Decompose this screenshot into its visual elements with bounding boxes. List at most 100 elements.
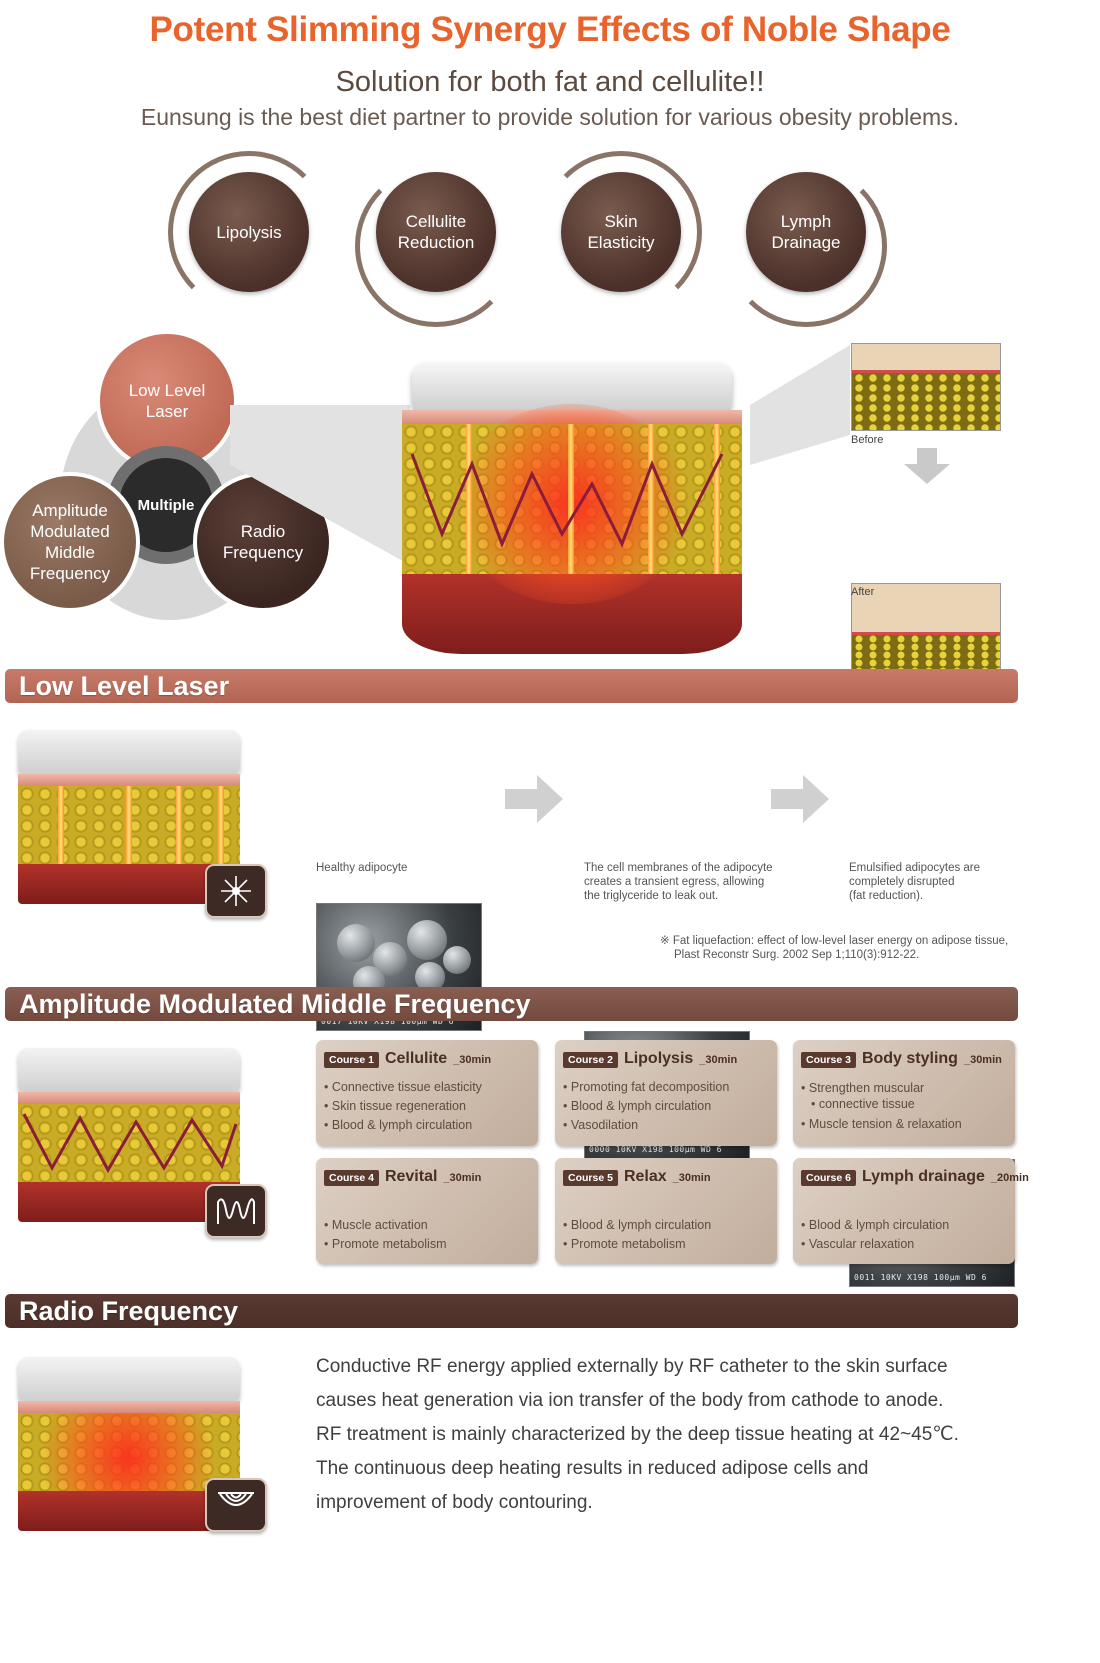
triad-label: Laser: [145, 402, 189, 421]
muscle-layer: [18, 1491, 240, 1531]
triad-label: Low Level: [128, 381, 206, 400]
rf-description-line: improvement of body contouring.: [316, 1492, 593, 1513]
handpiece: [18, 1357, 240, 1401]
benefit-label: Lymph: [780, 212, 832, 231]
after-label: After: [851, 586, 875, 598]
course-item: connective tissue: [801, 1096, 1007, 1112]
laser-beam: [58, 786, 64, 864]
course-tag: Course 4: [324, 1170, 379, 1186]
main-tissue-illustration: [402, 362, 742, 654]
course-item: Blood & lymph circulation: [801, 1216, 1007, 1235]
course-tag: Course 5: [563, 1170, 618, 1186]
triad-center-label: Multiple: [137, 496, 195, 514]
caption-line: the triglyceride to leak out.: [584, 890, 719, 902]
laser-beam: [466, 424, 472, 574]
benefit-ring-decoration: [355, 165, 517, 327]
course-item: Connective tissue elasticity: [324, 1078, 530, 1097]
micrograph-caption: The cell membranes of the adipocyte crea…: [584, 861, 804, 903]
course-name: Lymph drainage: [861, 1168, 985, 1185]
course-item-continuation: connective tissue: [818, 1097, 915, 1111]
course-duration: _20min: [990, 1172, 1029, 1184]
page-title: Potent Slimming Synergy Effects of Noble…: [149, 10, 951, 49]
caption-line: completely disrupted: [849, 876, 955, 888]
benefit-ring-decoration: [725, 165, 887, 327]
benefit-label: Skin: [604, 212, 638, 231]
benefit-label: Cellulite: [405, 212, 467, 231]
reference-note: ※ Fat liquefaction: effect of low-level …: [660, 934, 1050, 962]
skin-layer: [18, 1092, 240, 1104]
course-name: Relax: [623, 1168, 667, 1185]
triad-label: Radio: [240, 522, 286, 541]
reference-line: Plast Reconstr Surg. 2002 Sep 1;110(3):9…: [674, 949, 920, 961]
benefit-label: Reduction: [397, 233, 475, 252]
projection-shading: [230, 345, 850, 565]
laser-tissue-illustration: [18, 730, 240, 904]
section-header-low-level-laser: Low Level Laser: [5, 669, 1018, 703]
before-label: Before: [851, 434, 884, 446]
rf-description-line: Conductive RF energy applied externally …: [316, 1356, 948, 1377]
course-tag: Course 1: [324, 1052, 379, 1068]
laser-beam: [218, 786, 224, 864]
handpiece: [412, 362, 732, 410]
triad-label: Modulated: [30, 522, 110, 541]
laser-burst-icon: [205, 864, 267, 918]
handpiece: [18, 1048, 240, 1092]
caption-line: The cell membranes of the adipocyte: [584, 862, 773, 874]
after-image: [851, 583, 1001, 671]
laser-beam: [126, 786, 132, 864]
laser-beam: [714, 424, 720, 574]
am-tissue-illustration: [18, 1048, 240, 1222]
muscle-layer: [18, 1182, 240, 1222]
course-item: Blood & lymph circulation: [563, 1097, 769, 1116]
caption-line: Emulsified adipocytes are: [849, 862, 981, 874]
course-name: Cellulite: [384, 1050, 448, 1067]
course-item: Vascular relaxation: [801, 1235, 1007, 1254]
micrograph-scale-bar: 0000 10KV X198 100µm WD 6: [589, 1145, 722, 1154]
rf-description-line: RF treatment is mainly characterized by …: [316, 1424, 959, 1445]
benefit-label: Drainage: [771, 233, 841, 252]
page-subtitle: Solution for both fat and cellulite!!: [335, 66, 765, 98]
fat-layer: [18, 1104, 240, 1182]
muscle-layer: [18, 864, 240, 904]
laser-beam: [176, 786, 182, 864]
fat-layer: [18, 786, 240, 864]
course-tag: Course 3: [801, 1052, 856, 1068]
course-duration: _30min: [963, 1054, 1002, 1066]
triad-label: Frequency: [222, 543, 304, 562]
section-header-radio-frequency: Radio Frequency: [5, 1294, 1018, 1328]
fat-cells-after: [852, 632, 1000, 670]
laser-beam: [568, 424, 574, 574]
micrograph-caption: Emulsified adipocytes are completely dis…: [849, 861, 1069, 903]
rf-description-line: causes heat generation via ion transfer …: [316, 1390, 944, 1411]
course-item: Promote metabolism: [324, 1235, 530, 1254]
course-item: Muscle tension & relaxation: [801, 1116, 1007, 1132]
triad-label: Middle: [44, 543, 96, 562]
micrograph-caption: Healthy adipocyte: [316, 861, 536, 875]
rf-description: Conductive RF energy applied externally …: [316, 1350, 1056, 1520]
fat-layer: [18, 1413, 240, 1491]
caption-line: (fat reduction).: [849, 890, 924, 902]
current-wave: [410, 453, 724, 549]
benefit-ring-decoration: [168, 151, 330, 313]
course-duration: _30min: [453, 1054, 492, 1066]
skin-layer: [18, 774, 240, 786]
skin-layer: [18, 1401, 240, 1413]
before-image: [851, 343, 1001, 431]
rf-description-line: The continuous deep heating results in r…: [316, 1458, 869, 1479]
course-name: Body styling: [861, 1050, 958, 1067]
course-name: Revital: [384, 1168, 438, 1185]
handpiece: [18, 730, 240, 774]
wave-icon: [205, 1184, 267, 1238]
reference-line: ※ Fat liquefaction: effect of low-level …: [660, 935, 1009, 947]
down-arrow-icon: [904, 448, 950, 484]
